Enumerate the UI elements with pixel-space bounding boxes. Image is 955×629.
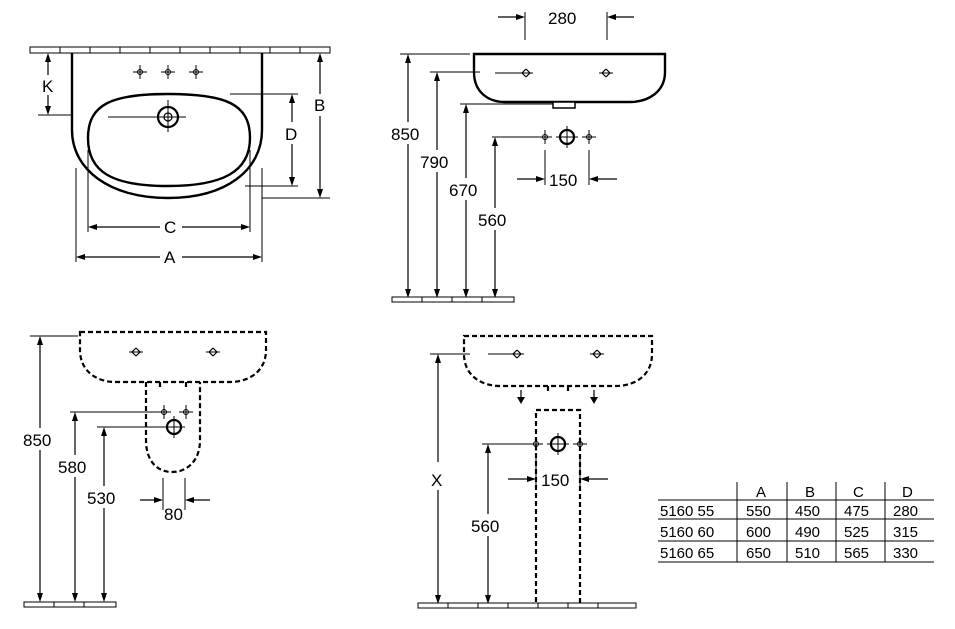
basin-outline bbox=[70, 53, 264, 200]
tap-hole-icon bbox=[509, 349, 525, 359]
dim-80-label: 80 bbox=[164, 505, 183, 524]
floor-tiles bbox=[417, 602, 637, 609]
floor-tiles bbox=[391, 296, 515, 303]
dim-280-label: 280 bbox=[548, 9, 576, 28]
dim-c-label: C bbox=[164, 218, 176, 237]
dim-d-label: D bbox=[285, 125, 297, 144]
table-cell: 5160 65 bbox=[660, 545, 714, 562]
dim-850-label: 850 bbox=[23, 431, 51, 450]
dim-560-label: 560 bbox=[478, 211, 506, 230]
front-elevation-view: 280 150 850 bbox=[391, 9, 667, 303]
table-header: A bbox=[756, 484, 766, 501]
table-cell: 490 bbox=[795, 524, 820, 541]
floor-tiles bbox=[23, 601, 117, 608]
table-cell: 5160 55 bbox=[660, 503, 714, 520]
tap-hole-icon bbox=[589, 349, 605, 359]
table-cell: 475 bbox=[844, 503, 869, 520]
tap-hole-icon bbox=[518, 68, 534, 78]
dim-850-label: 850 bbox=[391, 125, 419, 144]
tap-hole-icon bbox=[598, 68, 614, 78]
table-cell: 510 bbox=[795, 545, 820, 562]
dim-a-label: A bbox=[164, 248, 176, 267]
down-arrow-icon bbox=[517, 397, 525, 404]
basin-front-outline-dashed bbox=[78, 330, 268, 384]
dimension-table: A B C D 5160 55 550 450 475 280 5160 60 … bbox=[658, 482, 934, 563]
wall-tiles bbox=[29, 46, 331, 54]
waste-hole-icon bbox=[537, 129, 553, 145]
pedestal-view: 150 X 560 bbox=[417, 334, 654, 609]
dim-670-label: 670 bbox=[449, 181, 477, 200]
table-cell: 550 bbox=[746, 503, 771, 520]
down-arrow-icon bbox=[590, 397, 598, 404]
table-cell: 315 bbox=[893, 524, 918, 541]
dim-790-label: 790 bbox=[420, 153, 448, 172]
basin-front-outline bbox=[472, 52, 667, 104]
tap-hole-icon bbox=[188, 64, 204, 80]
plan-view: K B D C A bbox=[29, 46, 331, 267]
waste-hole-icon bbox=[581, 129, 597, 145]
basin-bowl bbox=[86, 92, 252, 188]
tap-hole-icon bbox=[160, 64, 176, 80]
semi-pedestal-outline bbox=[144, 382, 202, 474]
waste-hole-icon bbox=[178, 404, 194, 420]
dim-150-label: 150 bbox=[541, 471, 569, 490]
semi-pedestal-view: 850 580 530 80 bbox=[23, 330, 268, 608]
dim-b-label: B bbox=[314, 96, 325, 115]
table-cell: 330 bbox=[893, 545, 918, 562]
table-header: C bbox=[853, 484, 864, 501]
waste-hole-icon bbox=[572, 436, 588, 452]
table-cell: 650 bbox=[746, 545, 771, 562]
table-cell: 280 bbox=[893, 503, 918, 520]
basin-front-outline-dashed bbox=[462, 334, 654, 388]
table-header: B bbox=[805, 484, 815, 501]
dim-k-label: K bbox=[42, 77, 54, 96]
table-header: D bbox=[902, 484, 913, 501]
tap-hole-icon bbox=[128, 347, 144, 357]
dim-580-label: 580 bbox=[58, 458, 86, 477]
dim-560-label: 560 bbox=[471, 517, 499, 536]
dim-530-label: 530 bbox=[87, 489, 115, 508]
tap-hole-icon bbox=[205, 347, 221, 357]
table-cell: 5160 60 bbox=[660, 524, 714, 541]
dim-x-label: X bbox=[431, 471, 442, 490]
table-cell: 525 bbox=[844, 524, 869, 541]
table-cell: 565 bbox=[844, 545, 869, 562]
table-cell: 450 bbox=[795, 503, 820, 520]
tap-hole-icon bbox=[132, 64, 148, 80]
dim-150-label: 150 bbox=[549, 171, 577, 190]
table-cell: 600 bbox=[746, 524, 771, 541]
